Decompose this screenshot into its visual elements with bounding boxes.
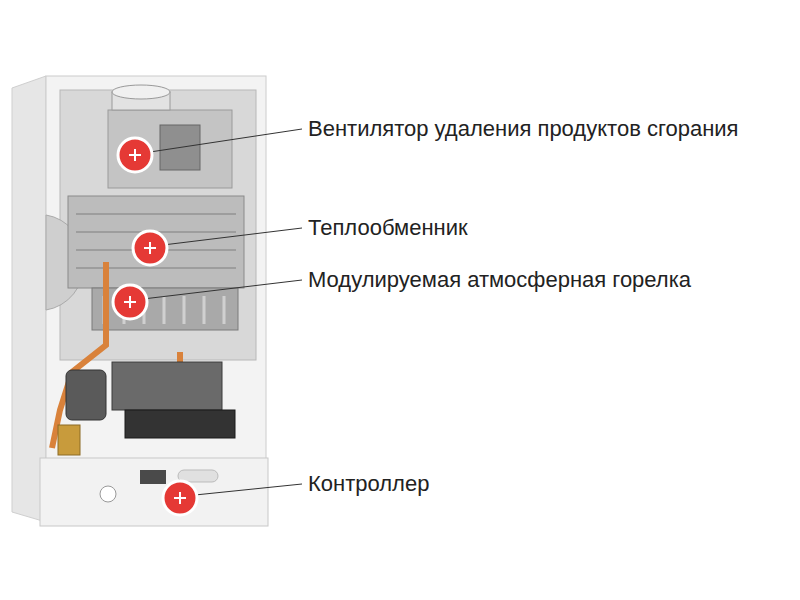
hotspot-markers — [113, 138, 197, 515]
pressure-gauge — [100, 486, 116, 502]
flue-opening — [112, 85, 170, 99]
leader-line — [150, 129, 302, 152]
pump — [66, 370, 106, 420]
part-label: Теплообменник — [308, 215, 468, 240]
hotspot-marker — [118, 138, 152, 172]
part-label: Модулируемая атмосферная горелка — [308, 267, 691, 292]
part-label: Контроллер — [308, 471, 429, 496]
exchanger-fins — [76, 214, 236, 268]
heat-exchanger — [68, 196, 244, 288]
brass-fitting — [58, 425, 80, 455]
housing — [46, 76, 266, 461]
leader-line — [195, 484, 302, 495]
control-module — [125, 410, 235, 438]
hotspot-marker — [113, 285, 147, 319]
part-label: Вентилятор удаления продуктов сгорания — [308, 116, 739, 141]
leader-line — [143, 280, 302, 299]
gas-valve — [112, 362, 222, 410]
display — [140, 470, 166, 484]
leader-lines — [143, 129, 302, 495]
copper-pipe — [52, 262, 106, 448]
interior — [60, 90, 256, 360]
hotspot-marker — [133, 231, 167, 265]
side-panel — [12, 76, 46, 522]
hotspot-marker — [163, 481, 197, 515]
control-panel — [40, 458, 268, 526]
leader-line — [163, 228, 302, 245]
